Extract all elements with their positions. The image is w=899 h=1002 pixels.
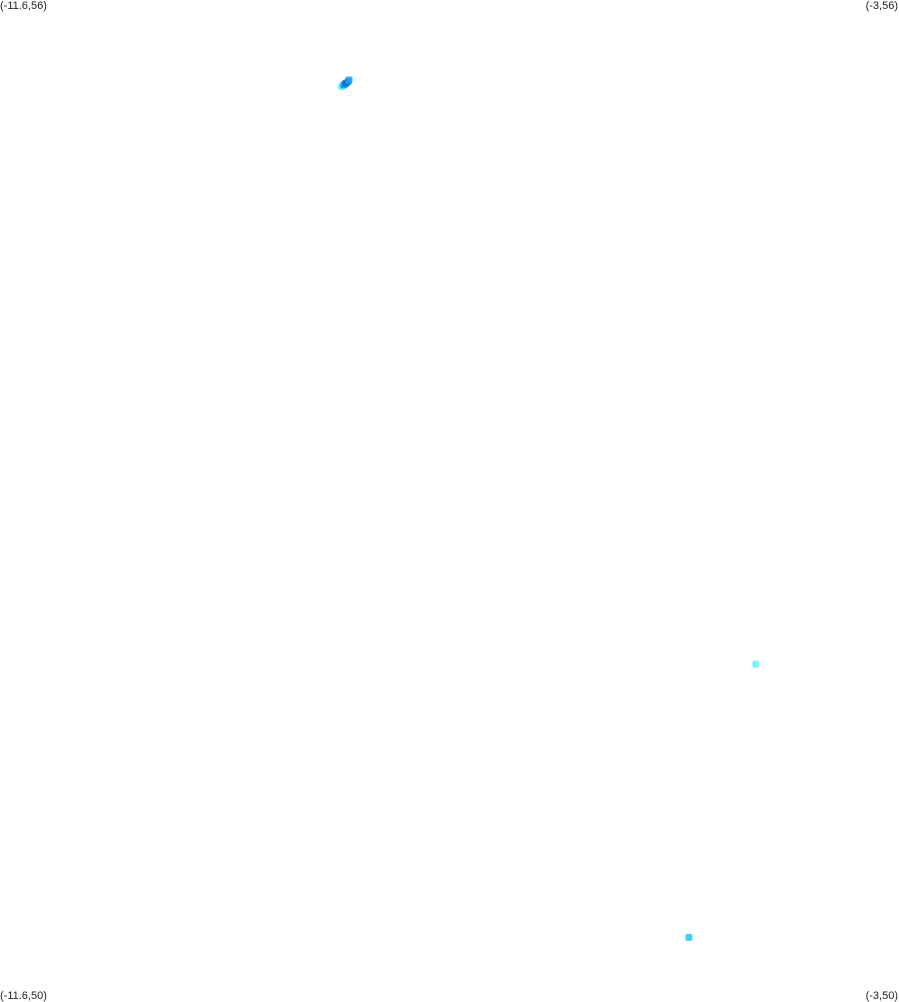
corner-label-top-left: (-11.6,56) [0,0,47,12]
corner-label-top-right: (-3,56) [865,0,898,12]
corner-label-bottom-left: (-11.6,50) [0,990,47,1002]
corner-label-bottom-right: (-3,50) [865,990,898,1002]
map-point [345,76,353,84]
map-point [685,933,693,941]
map-point [752,660,760,668]
